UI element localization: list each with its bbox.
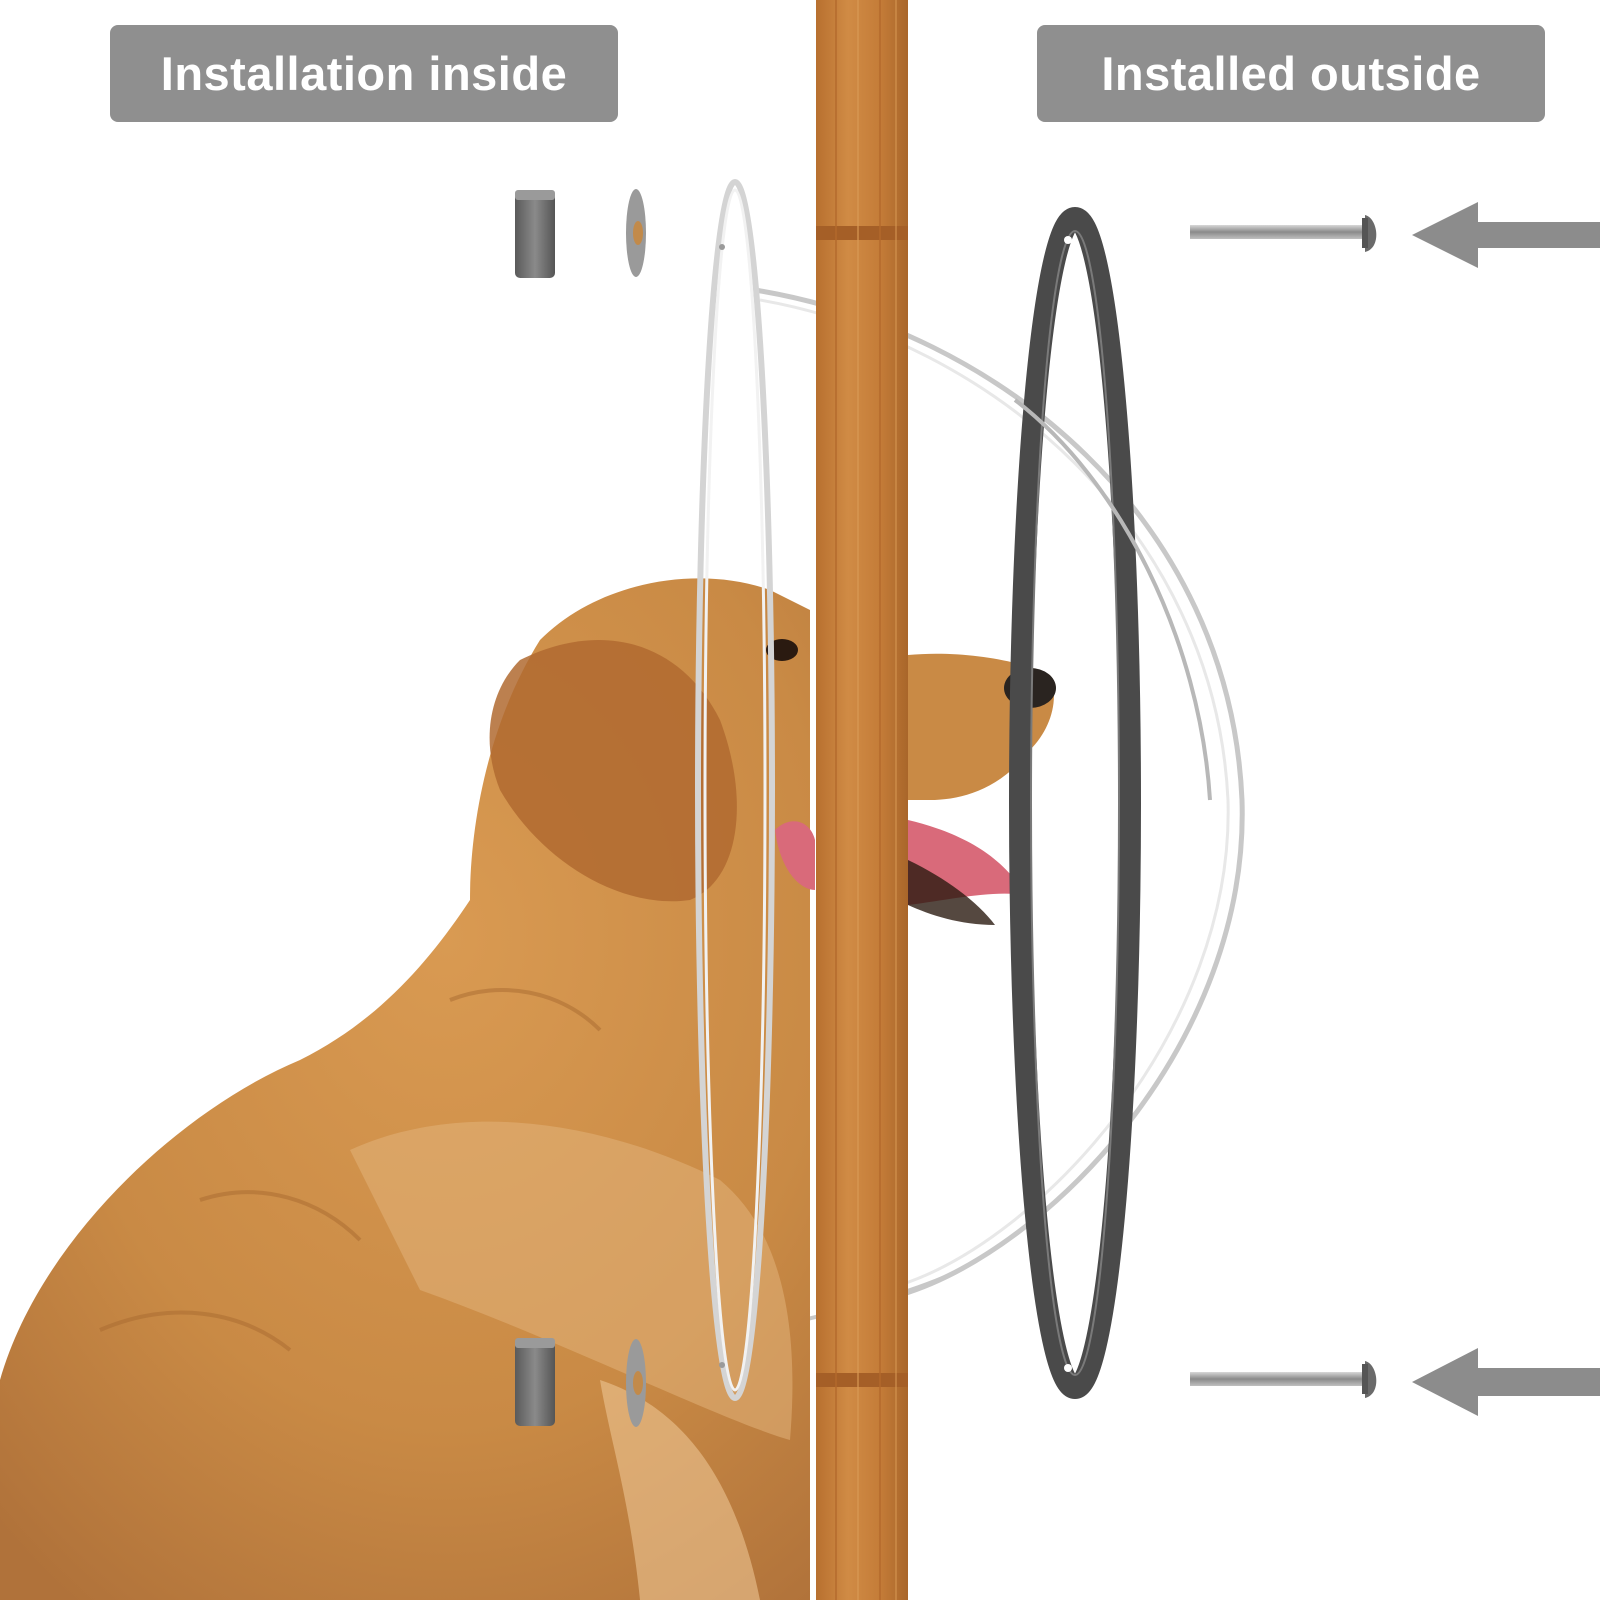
bolt-icon <box>1190 1361 1377 1398</box>
dome-front-edge <box>1013 398 1212 801</box>
label-installation-inside: Installation inside <box>110 25 618 122</box>
label-installed-outside: Installed outside <box>1037 25 1545 122</box>
wooden-door-panel <box>816 0 908 1600</box>
hex-nut-icon <box>515 1338 555 1426</box>
black-outer-ring <box>1009 207 1141 1399</box>
hex-nut-icon <box>515 190 555 278</box>
arrow-left-icon <box>1412 202 1600 268</box>
clear-inner-ring <box>695 179 775 1401</box>
arrow-left-icon <box>1412 1348 1600 1416</box>
dog-illustration <box>0 578 815 1600</box>
washer-icon <box>626 189 646 277</box>
dog-snout <box>908 653 1056 925</box>
washer-icon <box>626 1339 646 1427</box>
bolt-icon <box>1190 215 1377 252</box>
